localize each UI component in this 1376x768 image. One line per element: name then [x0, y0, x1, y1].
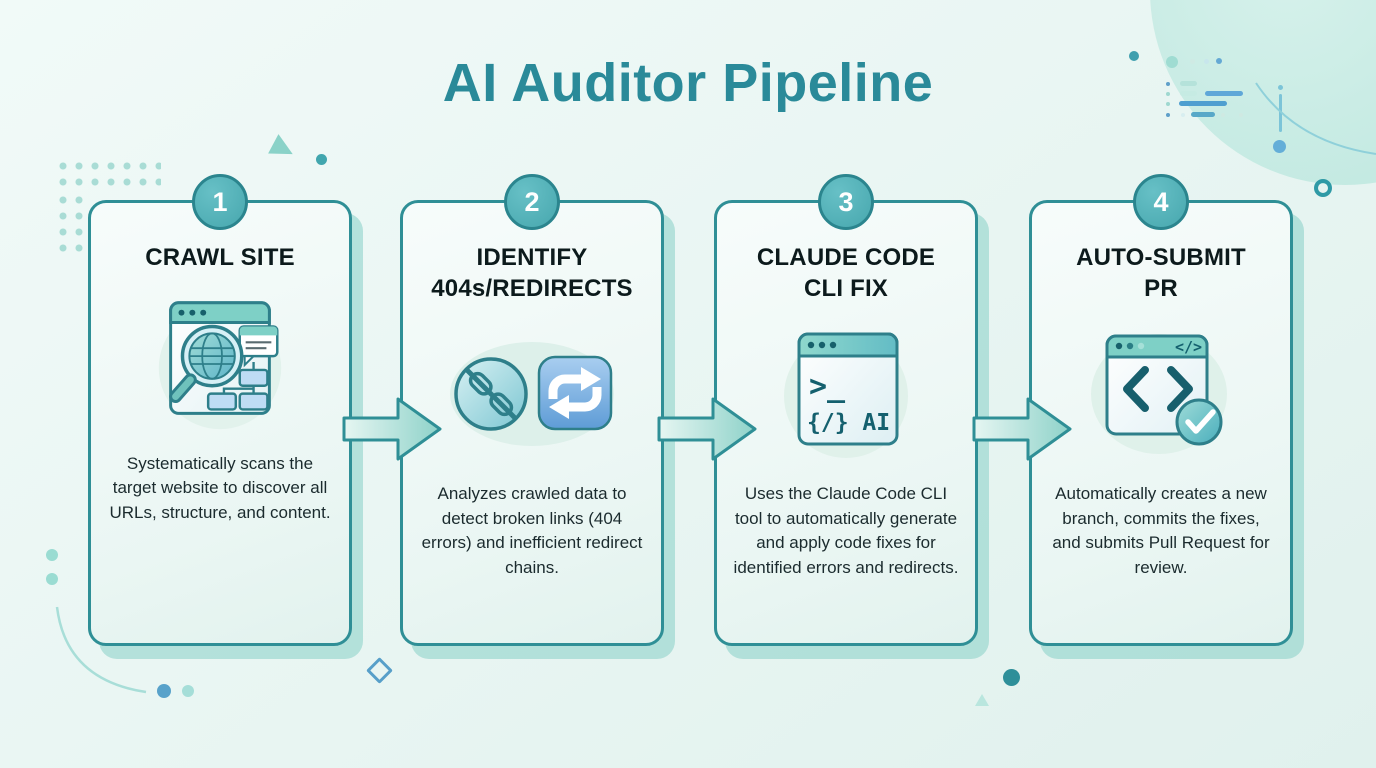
decor-dot: [46, 549, 58, 561]
decor-dot: [316, 154, 327, 165]
decor-dot: [182, 685, 194, 697]
flow-arrow-icon: [342, 397, 442, 461]
step-number-badge: 3: [818, 174, 874, 230]
step-description: Uses the Claude Code CLI tool to automat…: [733, 484, 959, 577]
decor-dot: [46, 573, 58, 585]
decor-dot: [157, 684, 171, 698]
decor-pin-dot: [1273, 140, 1286, 153]
step-number-badge: 4: [1133, 174, 1189, 230]
terminal-ai-text: {/} AI: [807, 410, 890, 436]
decor-dot-grid: [55, 192, 85, 254]
decor-dot: [1003, 669, 1020, 686]
decor-triangle: [268, 134, 298, 164]
broken-link-redirect-icon: [447, 308, 617, 480]
decor-ring-circle: [1314, 179, 1332, 197]
window-header-code-text: </>: [1175, 338, 1202, 356]
step-title: CRAWL SITE: [145, 244, 295, 271]
step-description: Analyzes crawled data to detect broken l…: [421, 484, 643, 577]
flow-arrow-icon: [972, 397, 1072, 461]
step-title: AUTO-SUBMIT PR: [1076, 244, 1246, 302]
step-number-badge: 1: [192, 174, 248, 230]
step-card-claude-code-cli-fix: 3 CLAUDE CODE CLI FIX: [714, 174, 978, 646]
check-circle: [1175, 398, 1223, 446]
terminal-prompt-text: >_: [809, 369, 846, 404]
step-number-badge: 2: [504, 174, 560, 230]
page-title: AI Auditor Pipeline: [442, 53, 934, 113]
step-title: CLAUDE CODE CLI FIX: [756, 244, 936, 302]
decor-diamond: [366, 657, 393, 684]
decor-triangle: [975, 694, 989, 706]
site-crawler-icon: [141, 278, 299, 450]
step-description: Automatically creates a new branch, comm…: [1052, 484, 1270, 577]
step-card-identify-404s: 2 IDENTIFY 404s/REDIRECTS: [400, 174, 664, 646]
step-title: IDENTIFY 404s/REDIRECTS: [431, 244, 633, 302]
step-card-crawl-site: 1 CRAWL SITE: [88, 174, 352, 646]
code-pr-check-icon: </>: [1081, 308, 1241, 480]
step-card-auto-submit-pr: 4 AUTO-SUBMIT PR: [1029, 174, 1293, 646]
flow-arrow-icon: [657, 397, 757, 461]
step-description: Systematically scans the target website …: [109, 453, 331, 522]
decor-dot-grid: [55, 158, 161, 188]
terminal-ai-icon: >_ {/} AI: [771, 308, 921, 480]
